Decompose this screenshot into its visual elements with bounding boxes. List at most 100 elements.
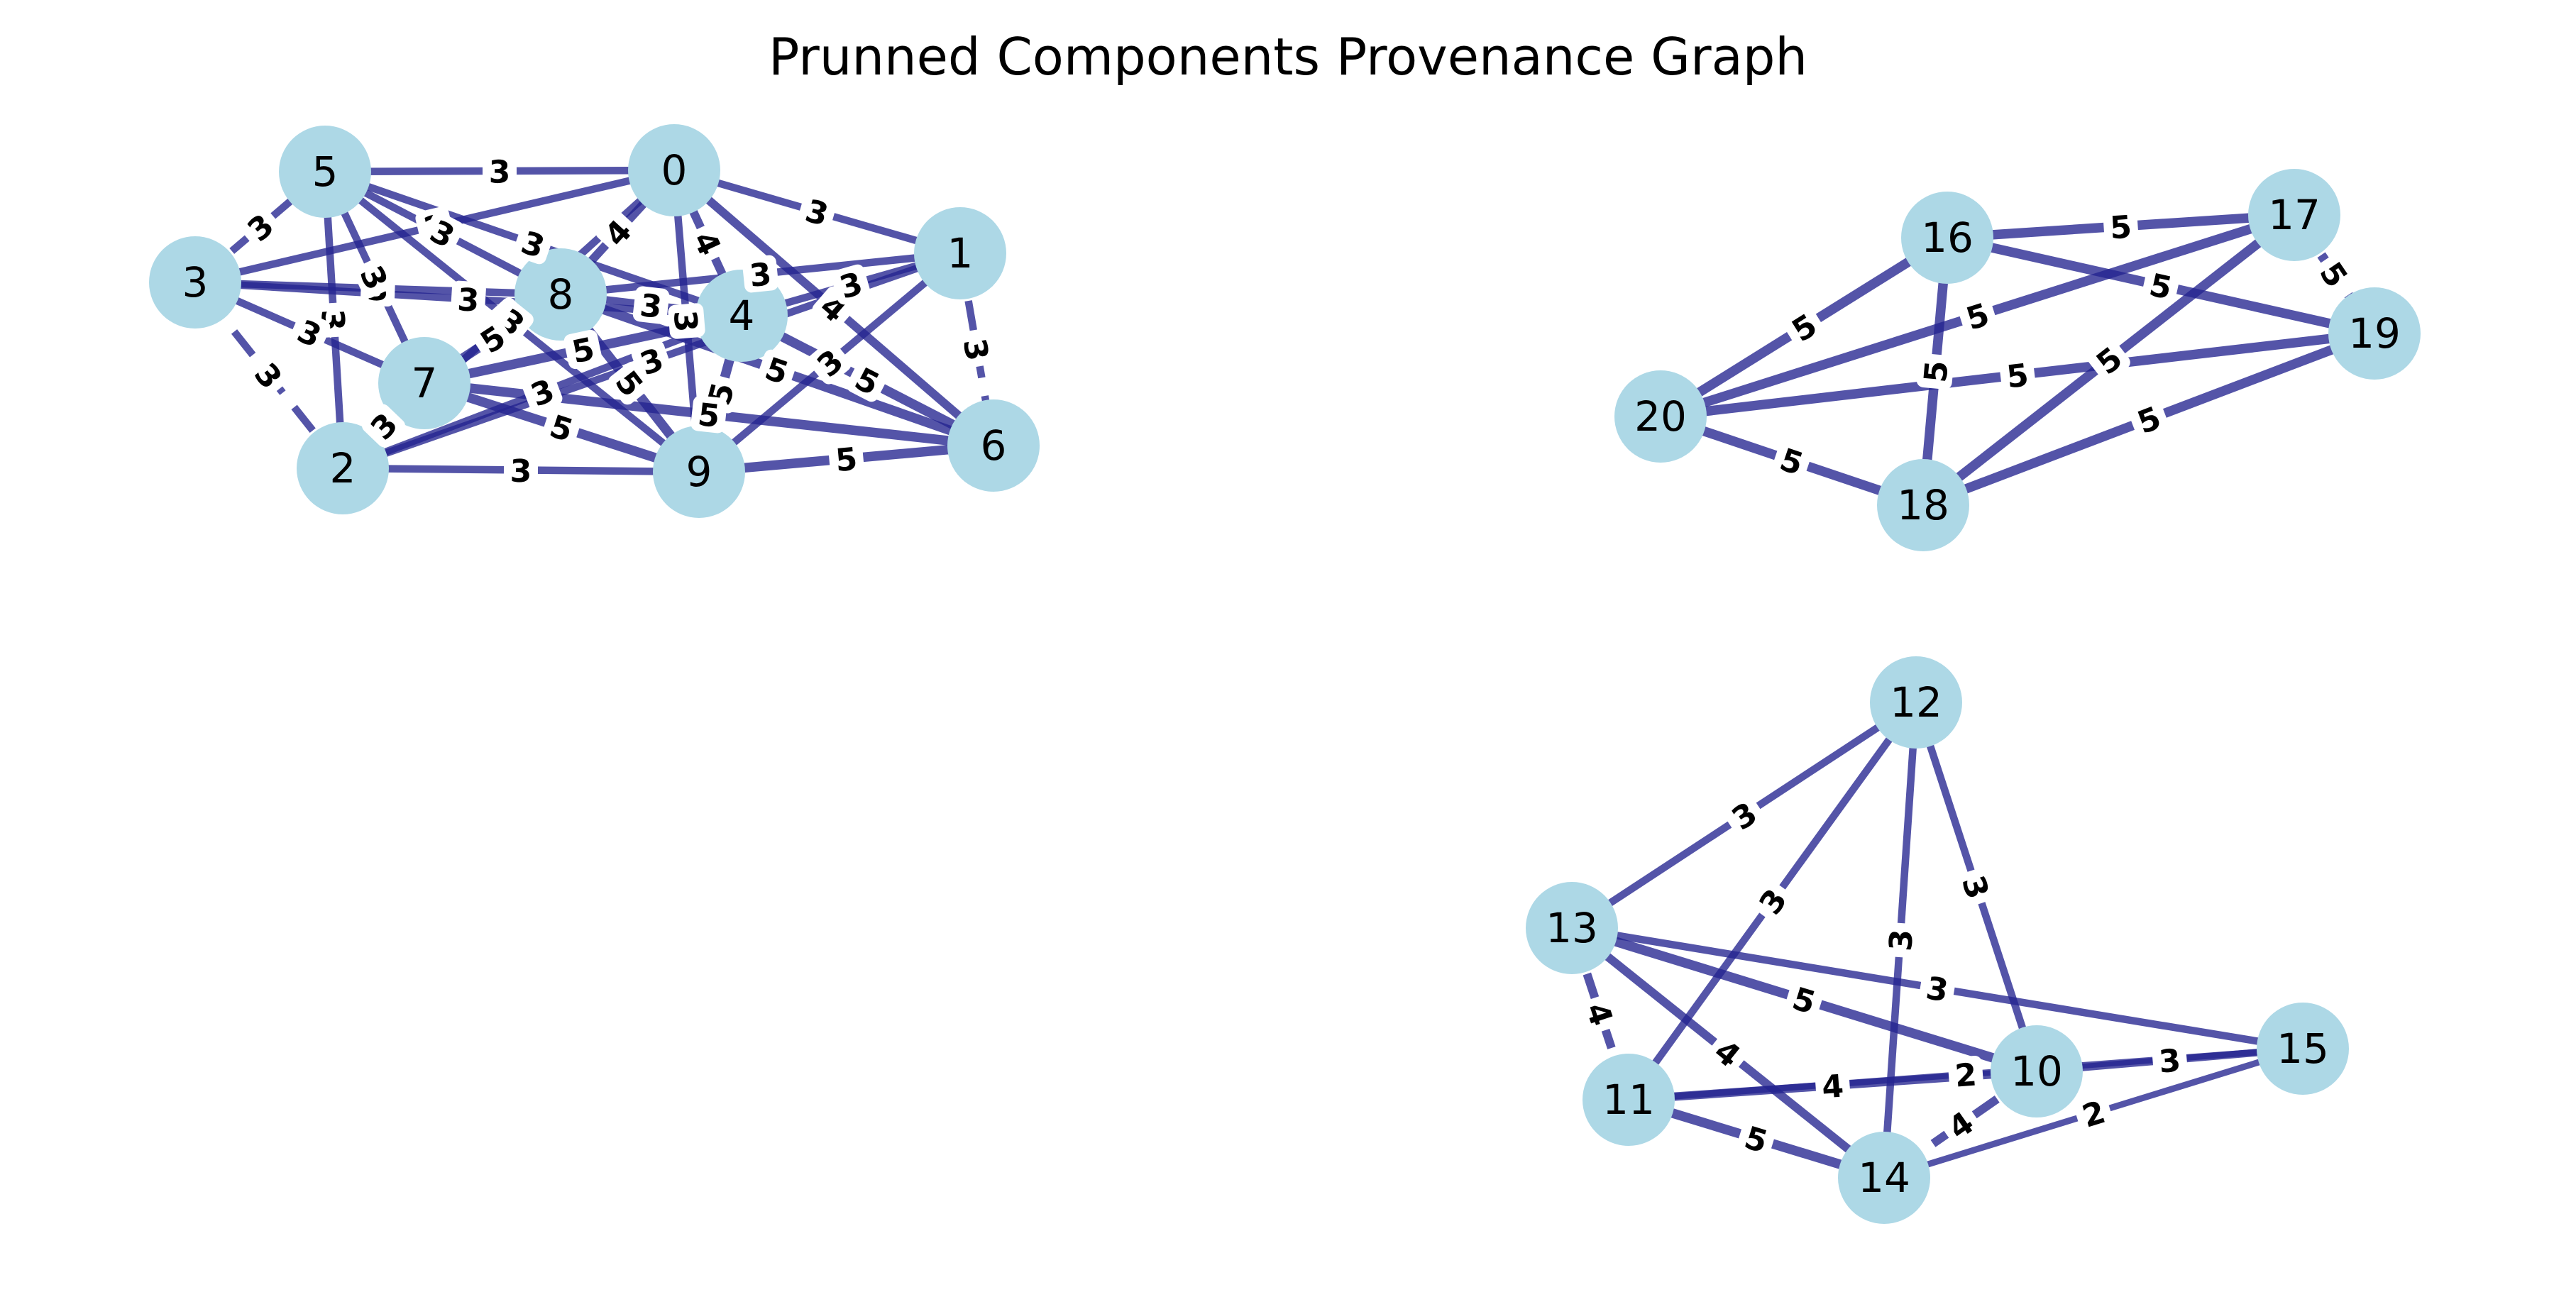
graph-node-13 (1526, 882, 1618, 974)
edge-weight-label-text: 5 (696, 397, 722, 435)
edge-weight-label-text: 4 (1821, 1068, 1845, 1105)
edge-weight-label-1-4: 3 (831, 264, 871, 307)
edge-weight-label-11-15: 2 (1947, 1055, 1984, 1095)
edge-weight-label-7-8: 5 (471, 317, 514, 361)
graph-node-3 (149, 236, 241, 329)
graph-node-label-10: 10 (2010, 1047, 2063, 1095)
graph-node-0 (628, 124, 720, 216)
edge-weight-label-box (422, 211, 464, 255)
edge-weight-label-12-13: 3 (1722, 793, 1766, 837)
edge-weight-label-text: 3 (489, 154, 511, 190)
graph-node-14 (1838, 1132, 1930, 1224)
edge-weight-label-2-9: 3 (503, 452, 539, 490)
edge-weight-label-box (1881, 922, 1919, 958)
graph-node-7 (378, 337, 470, 429)
edge-weight-label-box (1751, 879, 1794, 923)
edge-weight-label-13-11: 4 (1578, 993, 1621, 1034)
graph-node-label-1: 1 (947, 229, 974, 277)
edge-weight-label-text: 5 (2005, 357, 2030, 395)
graph-node-label-4: 4 (729, 292, 755, 340)
graph-node-2 (297, 422, 389, 514)
edge-weight-label-0-5: 3 (482, 153, 517, 191)
edge-weight-label-box (1916, 353, 1954, 390)
graph-node-1 (914, 207, 1006, 299)
edge-weight-label-3-4: 3 (451, 280, 486, 319)
graph-node-label-2: 2 (330, 444, 356, 492)
edge-weight-label-16-17: 5 (2103, 208, 2139, 246)
edge-weight-label-1-8: 3 (742, 255, 778, 294)
edge-weight-label-box (353, 256, 396, 299)
graph-node-label-16: 16 (1921, 214, 1974, 262)
graph-node-label-15: 15 (2277, 1025, 2329, 1073)
graph-node-12 (1870, 656, 1962, 749)
edge-weight-label-19-20: 5 (1999, 355, 2036, 396)
graph-node-label-12: 12 (1890, 678, 1942, 727)
edge-weight-label-2-4: 3 (522, 371, 563, 414)
graph-node-label-11: 11 (1602, 1076, 1655, 1124)
edge-weight-label-5-7: 3 (353, 256, 396, 299)
edge-weight-label-box (756, 349, 798, 391)
edge-weight-label-13-15: 3 (1918, 968, 1956, 1010)
graph-node-15 (2257, 1003, 2349, 1095)
graph-node-20 (1614, 370, 1707, 463)
edge-weight-label-box (1783, 305, 1825, 349)
edge-weight-label-box (831, 264, 871, 305)
edge-weight-label-box (1956, 867, 1997, 907)
edge-weight-label-14-15: 2 (2074, 1093, 2113, 1135)
edge-weight-label-text: 5 (834, 441, 859, 480)
graph-node-label-19: 19 (2348, 309, 2401, 358)
edge-weight-label-box (686, 222, 730, 264)
edge-weight-label-11-10: 4 (1815, 1067, 1851, 1106)
edge-weight-label-box (1947, 1055, 1984, 1093)
edge-labels-layer: 3334344333333333333333355353335555555555… (238, 153, 2356, 1161)
edge-weight-label-box (742, 255, 778, 293)
graph-node-10 (1991, 1025, 2083, 1117)
edge-weight-label-7-9: 5 (541, 407, 582, 449)
edge-weight-label-18-20: 5 (1771, 440, 1812, 482)
edge-weight-label-0-9: 3 (666, 303, 705, 339)
graph-node-label-5: 5 (312, 148, 338, 196)
graph-node-label-13: 13 (1546, 904, 1598, 952)
edge-weight-label-0-1: 3 (797, 192, 837, 233)
edge-weight-label-text: 3 (748, 256, 774, 294)
edge-weight-label-18-19: 5 (2128, 399, 2169, 441)
edge-weight-label-box (632, 286, 670, 324)
graph-node-label-7: 7 (412, 359, 438, 407)
edge-weight-label-16-18: 5 (1916, 353, 1956, 390)
edge-weight-label-6-9: 5 (828, 440, 864, 480)
graph-node-8 (514, 248, 607, 341)
edge-weight-label-text: 3 (510, 453, 532, 490)
graph-node-6 (947, 399, 1040, 492)
edge-weight-label-box (2152, 1041, 2188, 1079)
edge-weight-label-box (2103, 208, 2139, 245)
edge-weight-label-text: 3 (666, 309, 704, 333)
graph-node-label-9: 9 (686, 448, 712, 496)
edge-weight-label-2-3: 3 (247, 353, 291, 397)
graph-node-16 (1901, 192, 1993, 284)
nodes-layer (149, 124, 2421, 1224)
edge-weight-label-box (1736, 1118, 1776, 1159)
edge-weight-label-box (1706, 1031, 1750, 1075)
edge-weight-label-16-19: 5 (2142, 265, 2180, 307)
edge-weight-label-box (361, 404, 406, 448)
edge-weight-label-12-10: 3 (1954, 867, 1997, 907)
graph-node-label-20: 20 (1634, 392, 1687, 441)
graph-node-5 (279, 126, 371, 218)
edge-weight-label-box (1999, 355, 2036, 394)
edge-weight-label-box (451, 280, 486, 318)
edge-weight-label-box (471, 317, 514, 360)
edge-weight-label-box (1580, 993, 1621, 1034)
edge-weight-label-1-6: 3 (956, 331, 996, 368)
edge-weight-label-box (690, 395, 727, 434)
graph-node-17 (2248, 169, 2340, 261)
edge-weight-label-text: 2 (1954, 1056, 1978, 1094)
edge-weight-label-box (797, 192, 837, 232)
graph-node-label-17: 17 (2268, 191, 2321, 239)
edge-weight-label-text: 3 (1883, 928, 1920, 952)
edge-weight-label-13-10: 5 (1784, 979, 1824, 1022)
graph-node-11 (1583, 1054, 1675, 1146)
edge-weight-label-box (513, 223, 554, 265)
edge-weight-label-box (522, 371, 563, 413)
